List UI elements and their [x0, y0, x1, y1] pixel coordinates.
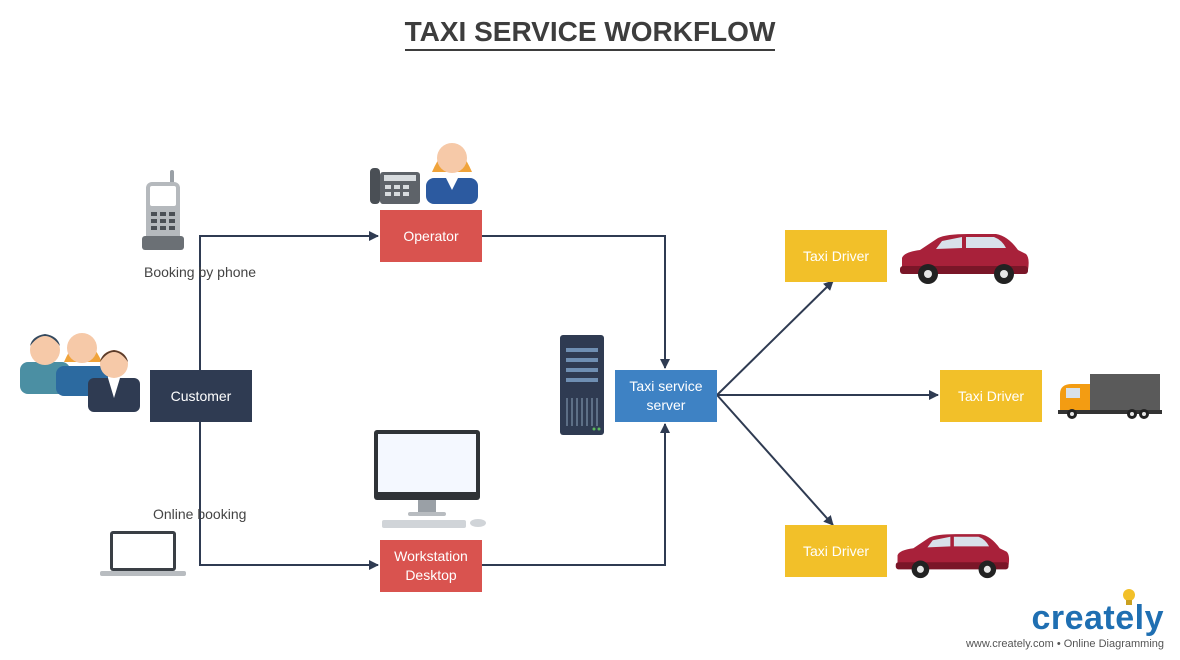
taxi-driver-node[interactable]: Taxi Driver	[940, 370, 1042, 422]
laptop-icon	[100, 531, 186, 576]
edge-operator-server	[482, 235, 670, 369]
operator-woman-icon	[426, 143, 478, 204]
desk-phone-icon	[370, 168, 420, 204]
taxi-driver-node[interactable]: Taxi Driver	[785, 525, 887, 577]
server-rack-icon	[560, 335, 604, 435]
brand-logo-text: creately	[1031, 599, 1164, 637]
taxi-driver-node[interactable]: Taxi Driver	[785, 230, 887, 282]
edge-customer-workstation	[199, 422, 379, 570]
truck-icon	[1058, 374, 1162, 419]
workstation-node[interactable]: Workstation Desktop	[380, 540, 482, 592]
red-car-icon	[895, 534, 1010, 579]
lightbulb-icon	[1123, 589, 1135, 605]
online-booking-label: Online booking	[153, 506, 247, 522]
red-car-icon	[900, 234, 1029, 284]
desktop-monitor-icon	[374, 430, 486, 528]
edge-customer-operator	[199, 231, 379, 370]
customer-node[interactable]: Customer	[150, 370, 252, 422]
operator-node[interactable]: Operator	[380, 210, 482, 262]
creately-brand[interactable]: creately www.creately.com • Online Diagr…	[965, 589, 1164, 650]
edge-workstation-server	[482, 423, 670, 566]
brand-tagline: www.creately.com • Online Diagramming	[965, 638, 1164, 650]
page-title: TAXI SERVICE WORKFLOW	[0, 16, 1180, 51]
booking-by-phone-label: Booking by phone	[144, 264, 257, 280]
people-group-icon	[20, 333, 140, 412]
edge-server-driver-top	[716, 280, 834, 396]
server-node[interactable]: Taxi service server	[615, 370, 717, 422]
edge-server-driver-bottom	[716, 394, 834, 526]
cordless-phone-icon	[142, 170, 184, 250]
